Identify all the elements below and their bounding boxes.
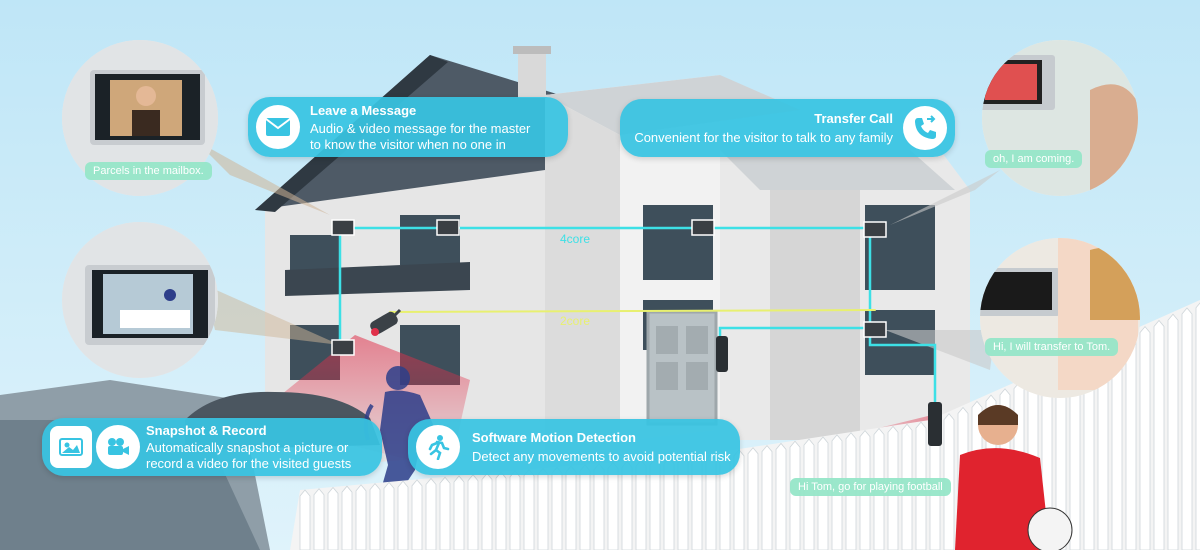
- fence-picket: [1139, 326, 1151, 550]
- bubble-tom: Hi Tom, go for playing football: [790, 478, 951, 496]
- fence-picket: [1125, 332, 1137, 550]
- fence-picket: [537, 467, 549, 550]
- wire-4core-label: 4core: [560, 232, 591, 246]
- fence-picket: [1181, 307, 1193, 550]
- fence-picket: [481, 472, 493, 550]
- feature-title: Snapshot & Record: [146, 423, 267, 438]
- fence-picket: [327, 486, 339, 550]
- fence-picket: [439, 476, 451, 550]
- wire-2core-label: 2core: [560, 314, 591, 328]
- fence-picket: [495, 471, 507, 550]
- fence-picket: [383, 481, 395, 550]
- fence-picket: [467, 474, 479, 550]
- indoor-monitors: [331, 219, 887, 356]
- feature-title: Transfer Call: [814, 111, 893, 126]
- feature-title: Software Motion Detection: [472, 430, 636, 445]
- fence-picket: [425, 477, 437, 550]
- fence-picket: [775, 442, 787, 550]
- boy-figure: [955, 405, 1073, 550]
- door-station-gate: [928, 402, 942, 446]
- envelope-icon: [256, 105, 300, 149]
- feature-desc-1: Automatically snapshot a picture or: [146, 440, 349, 455]
- feature-desc-1: Convenient for the visitor to talk to an…: [634, 130, 893, 145]
- fence-picket: [565, 465, 577, 550]
- fence-picket: [509, 470, 521, 550]
- fence-picket: [299, 489, 311, 550]
- feature-desc-1: Audio & video message for the master: [310, 121, 531, 136]
- fence-picket: [593, 463, 605, 550]
- running-person-icon: [416, 425, 460, 469]
- feature-transfer-call: Transfer Call Convenient for the visitor…: [620, 99, 955, 157]
- bubble-coming: oh, I am coming.: [985, 150, 1083, 168]
- feature-motion-detection: Software Motion Detection Detect any mov…: [408, 419, 740, 475]
- fence-picket: [579, 464, 591, 550]
- feature-desc-1: Detect any movements to avoid potential …: [472, 449, 731, 464]
- transfer-monitor-zoom: [980, 238, 1140, 398]
- video-camera-icon: [96, 425, 140, 469]
- feature-desc-2: to know the visitor when no one in: [310, 137, 506, 152]
- feature-title: Leave a Message: [310, 103, 417, 118]
- fence-picket: [551, 466, 563, 550]
- security-camera: [370, 308, 402, 336]
- fence-picket: [523, 469, 535, 550]
- fence-picket: [341, 485, 353, 550]
- fence-picket: [313, 488, 325, 550]
- feature-leave-message: Leave a Message Audio & video message fo…: [248, 97, 568, 157]
- mailbox-monitor-zoom: [62, 40, 218, 196]
- fence-picket: [411, 479, 423, 550]
- snapshot-monitor-zoom: [62, 222, 218, 378]
- bubble-mailbox: Parcels in the mailbox.: [85, 162, 212, 180]
- bubble-transfer: Hi, I will transfer to Tom.: [985, 338, 1119, 356]
- fence-picket: [1167, 313, 1179, 550]
- fence-picket: [453, 475, 465, 550]
- fence-picket: [607, 462, 619, 550]
- snapshot-icon: [50, 426, 92, 468]
- fence-picket: [761, 444, 773, 550]
- feature-desc-2: record a video for the visited guests: [146, 456, 352, 471]
- fence-picket: [355, 484, 367, 550]
- balcony: [285, 262, 470, 296]
- fence-picket: [1153, 319, 1165, 550]
- fence-picket: [1195, 302, 1200, 550]
- fence-picket: [397, 480, 409, 550]
- feature-snapshot-record: Snapshot & Record Automatically snapshot…: [42, 418, 382, 476]
- fence-picket: [747, 447, 759, 550]
- door-station: [716, 336, 728, 372]
- fence-picket: [369, 483, 381, 550]
- phone-transfer-icon: [903, 106, 947, 150]
